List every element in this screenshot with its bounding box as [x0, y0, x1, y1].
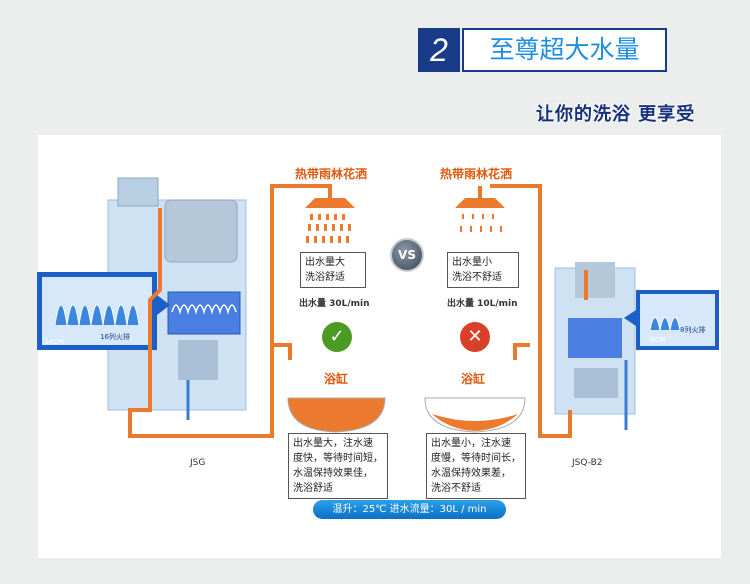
vs-badge: VS: [390, 238, 424, 272]
right-shower-title: 热带雨林花洒: [440, 167, 513, 181]
left-feel-line-2: 洗浴舒适: [305, 272, 345, 283]
cold-water-pipes: [186, 360, 628, 430]
right-bathtub: [424, 397, 526, 433]
right-flow-label: 出水量 10L/min: [447, 299, 518, 309]
check-icon: ✓: [322, 322, 352, 352]
right-desc-box: 出水量小，注水速 度慢，等待时间长， 水温保持效果差， 洗浴不舒适: [426, 433, 526, 499]
section-title: 至尊超大水量: [462, 28, 667, 72]
left-callout-size: 14CM: [44, 338, 64, 346]
right-callout-size: 8CM: [650, 336, 666, 344]
left-flow-label: 出水量 30L/min: [299, 299, 370, 309]
right-shower-head: [455, 198, 505, 232]
left-model-label: JSG: [190, 458, 206, 468]
left-water-heater: [107, 177, 247, 411]
right-water-heater: [554, 262, 636, 415]
left-desc-box: 出水量大，注水速 度快，等待时间短， 水温保持效果佳， 洗浴舒适: [288, 433, 388, 499]
right-feel-line-2: 洗浴不舒适: [452, 272, 502, 283]
left-bathtub: [287, 397, 386, 433]
left-callout-rows: 16列火排: [100, 333, 130, 341]
right-desc-line-1: 出水量小，注水速: [431, 438, 511, 449]
slogan: 让你的洗浴 更享受: [536, 104, 696, 125]
left-shower-head: [305, 198, 355, 243]
section-number: 2: [418, 28, 460, 72]
left-burner-callout: [37, 272, 170, 350]
right-burner-callout: [624, 290, 719, 350]
right-model-label: JSQ-B2: [572, 458, 603, 468]
left-desc-line-4: 洗浴舒适: [293, 483, 333, 494]
left-tub-label: 浴缸: [324, 372, 349, 386]
right-feel-box: 出水量小 洗浴不舒适: [447, 252, 519, 288]
hot-water-pipes: [128, 184, 588, 438]
left-feel-box: 出水量大 洗浴舒适: [300, 252, 366, 288]
left-desc-line-2: 度快，等待时间短，: [293, 453, 383, 464]
cross-icon: ✕: [460, 322, 490, 352]
right-feel-line-1: 出水量小: [452, 257, 492, 268]
left-feel-line-1: 出水量大: [305, 257, 345, 268]
right-desc-line-3: 水温保持效果差，: [431, 468, 511, 479]
left-shower-title: 热带雨林花洒: [295, 167, 368, 181]
left-desc-line-3: 水温保持效果佳，: [293, 468, 373, 479]
right-desc-line-2: 度慢，等待时间长，: [431, 453, 521, 464]
right-desc-line-4: 洗浴不舒适: [431, 483, 481, 494]
left-desc-line-1: 出水量大，注水速: [293, 438, 373, 449]
right-tub-label: 浴缸: [461, 372, 486, 386]
right-callout-rows: 8列火排: [680, 326, 706, 334]
condition-pill: 温升：25℃ 进水流量：30L / min: [313, 500, 506, 519]
